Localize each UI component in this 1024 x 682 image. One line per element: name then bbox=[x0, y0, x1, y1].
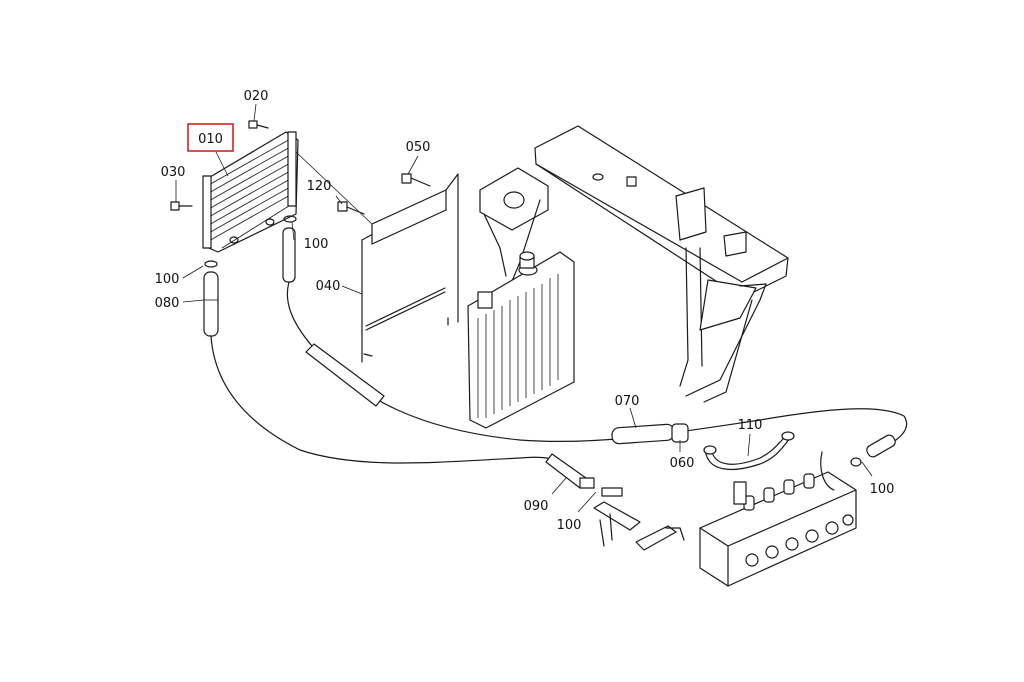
hose-070[interactable] bbox=[611, 423, 675, 445]
radiator bbox=[467, 251, 575, 429]
callout-070[interactable]: 070 bbox=[615, 394, 640, 409]
pipe-110[interactable] bbox=[703, 431, 795, 471]
hose-sleeve[interactable] bbox=[305, 343, 385, 407]
bolt-020[interactable] bbox=[248, 120, 269, 129]
callout-100-cooler-left[interactable]: 100 bbox=[155, 272, 180, 287]
callout-080[interactable]: 080 bbox=[155, 296, 180, 311]
hose-090[interactable] bbox=[545, 453, 595, 489]
leader-lines bbox=[175, 103, 873, 513]
callout-060[interactable]: 060 bbox=[670, 456, 695, 471]
callout-010[interactable]: 010 bbox=[198, 132, 223, 147]
hose-060[interactable] bbox=[671, 423, 689, 443]
callout-120[interactable]: 120 bbox=[307, 179, 332, 194]
control-valve bbox=[699, 471, 857, 587]
hose-stub-080[interactable] bbox=[203, 260, 219, 337]
callout-110[interactable]: 110 bbox=[738, 418, 763, 433]
callout-100-valve-left[interactable]: 100 bbox=[557, 518, 582, 533]
oil-cooler[interactable] bbox=[202, 131, 299, 253]
pipe-right[interactable] bbox=[820, 433, 897, 491]
hose-stub-right[interactable] bbox=[282, 215, 297, 283]
frame bbox=[479, 125, 789, 403]
bolt-120[interactable] bbox=[337, 201, 365, 215]
bolt-030[interactable] bbox=[170, 201, 193, 211]
callout-100-valve-right[interactable]: 100 bbox=[870, 482, 895, 497]
callout-050[interactable]: 050 bbox=[406, 140, 431, 155]
bolt-050[interactable] bbox=[401, 173, 431, 187]
callout-030[interactable]: 030 bbox=[161, 165, 186, 180]
callout-020[interactable]: 020 bbox=[244, 89, 269, 104]
pipe-left-fittings[interactable] bbox=[593, 487, 685, 551]
callout-040[interactable]: 040 bbox=[316, 279, 341, 294]
callout-090[interactable]: 090 bbox=[524, 499, 549, 514]
selected-part-highlight bbox=[187, 123, 234, 152]
callout-100-cooler-right[interactable]: 100 bbox=[304, 237, 329, 252]
